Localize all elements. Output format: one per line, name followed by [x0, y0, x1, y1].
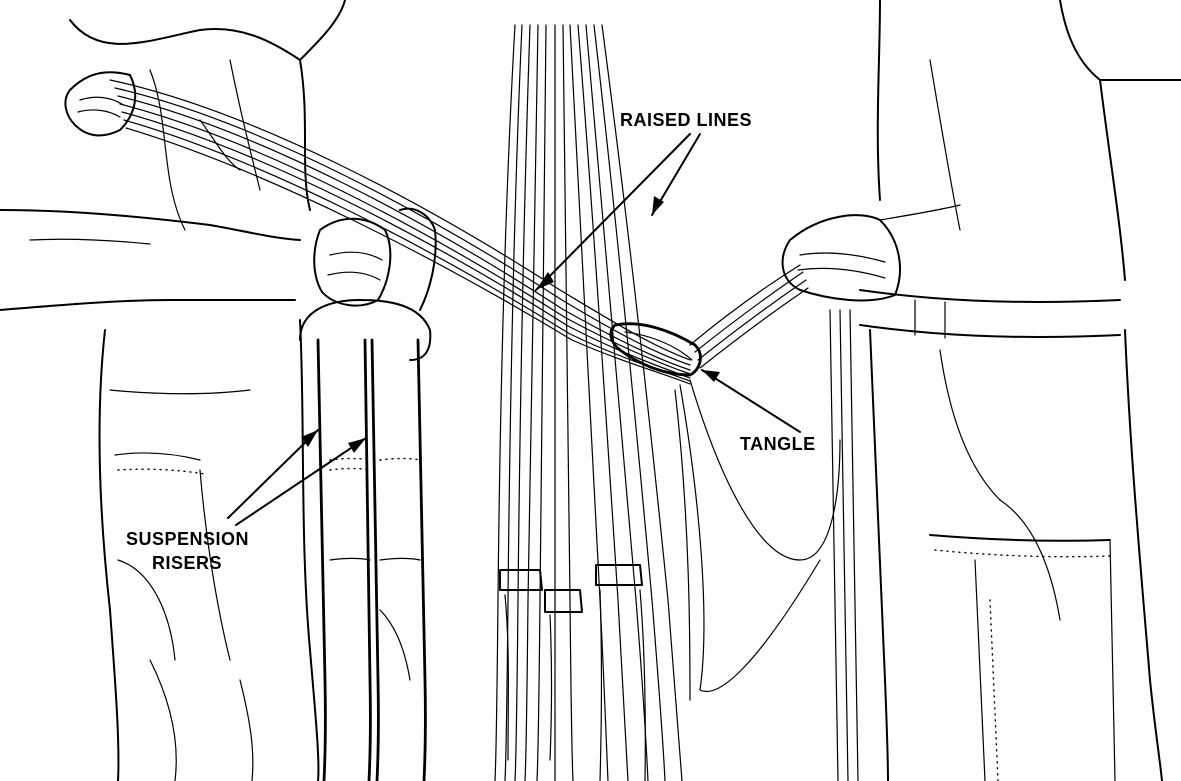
suspension-risers-label-line2: RISERS	[152, 553, 222, 573]
suspension-risers-label-line1: SUSPENSION	[126, 529, 249, 549]
hanging-suspension-lines	[495, 25, 682, 781]
middle-hand-connector	[300, 209, 436, 360]
suspension-risers-leader-1	[228, 430, 318, 518]
raised-lines-leader-1	[536, 134, 690, 290]
right-person	[830, 0, 1181, 781]
raised-lines-callout: RAISED LINES	[536, 110, 752, 290]
raised-lines-bundle	[110, 80, 690, 384]
tangle-leader	[702, 370, 800, 432]
left-person	[70, 0, 345, 781]
left-hand-raised	[0, 72, 300, 310]
tangle-callout: TANGLE	[702, 370, 816, 454]
right-hand-gripping	[783, 205, 960, 300]
tangle-label: TANGLE	[740, 434, 816, 454]
suspension-risers-leader-2	[236, 438, 366, 525]
suspension-risers-arrowhead-2	[348, 438, 366, 453]
suspension-risers	[318, 340, 425, 781]
suspension-risers-callout: SUSPENSION RISERS	[126, 430, 366, 573]
raised-lines-label: RAISED LINES	[620, 110, 752, 130]
tangle-knot	[611, 265, 840, 700]
